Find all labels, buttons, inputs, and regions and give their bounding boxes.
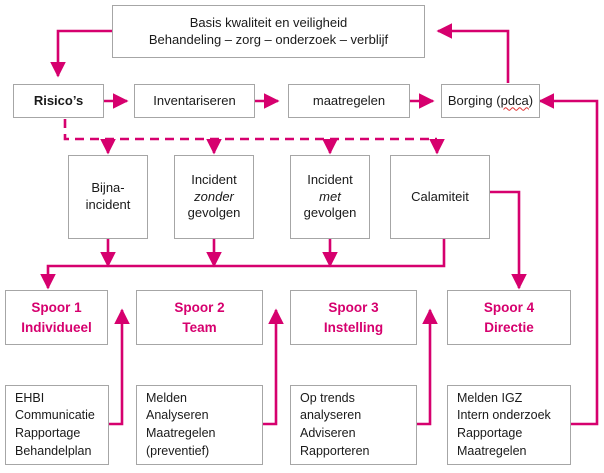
detail-1-item-3: Rapportage — [15, 426, 81, 440]
box-incident-zonder-gevolgen[interactable]: Incident zonder gevolgen — [174, 155, 254, 239]
box-detail-spoor-4[interactable]: Melden IGZ Intern onderzoek Rapportage M… — [447, 385, 571, 465]
wire-collection-bus — [40, 239, 446, 290]
incident-met-line-2: met — [319, 188, 341, 204]
detail-1-item-2: Communicatie — [15, 408, 95, 423]
detail-2-item-3: Maatregelen — [146, 426, 216, 440]
box-spoor-1-individueel[interactable]: Spoor 1 Individueel — [5, 290, 108, 345]
basis-line-2: Behandeling – zorg – onderzoek – verblij… — [148, 31, 389, 47]
box-spoor-3-instelling[interactable]: Spoor 3 Instelling — [290, 290, 417, 345]
spoor-4-line-2: Directie — [484, 319, 534, 335]
borging-misspelled-word: pdca — [500, 92, 529, 108]
spoor-2-line-2: Team — [182, 319, 217, 335]
wire-borging-to-title — [436, 23, 510, 83]
box-spoor-2-team[interactable]: Spoor 2 Team — [136, 290, 263, 345]
bijna-incident-line-1: Bijna- — [91, 180, 125, 196]
box-calamiteit[interactable]: Calamiteit — [390, 155, 490, 239]
detail-4-item-4: Maatregelen — [457, 443, 527, 458]
risicos-label: Risico’s — [33, 92, 84, 108]
box-maatregelen[interactable]: maatregelen — [288, 84, 410, 118]
detail-4-item-2: Intern onderzoek — [457, 408, 551, 423]
box-risicos[interactable]: Risico’s — [13, 84, 104, 118]
incident-met-line-1: Incident — [307, 172, 353, 188]
box-detail-spoor-1[interactable]: EHBI Communicatie Rapportage Behandelpla… — [5, 385, 109, 465]
detail-3-item-4: Rapporteren — [300, 443, 370, 458]
box-borging-pdca[interactable]: Borging (pdca) — [441, 84, 540, 118]
wire-title-to-risico — [50, 29, 112, 78]
detail-2-item-1: Melden — [146, 390, 187, 405]
borging-suffix: ) — [528, 92, 534, 108]
wire-detail4-to-borging — [538, 93, 599, 426]
bijna-incident-line-2: incident — [85, 197, 131, 212]
detail-3-item-3: Adviseren — [300, 426, 356, 440]
detail-1-item-1: EHBI — [15, 390, 45, 405]
wire-detail3-to-spoor4 — [417, 308, 438, 426]
spoor-2-line-1: Spoor 2 — [174, 299, 225, 315]
calamiteit-label: Calamiteit — [411, 188, 469, 204]
detail-3-item-1: Op trends — [300, 390, 355, 405]
box-detail-spoor-3[interactable]: Op trends analyseren Adviseren Rapporter… — [290, 385, 417, 465]
wire-detail1-to-spoor2 — [109, 308, 130, 426]
wire-detail2-to-spoor3 — [263, 308, 284, 426]
detail-2-item-2: Analyseren — [146, 408, 209, 423]
box-incident-met-gevolgen[interactable]: Incident met gevolgen — [290, 155, 370, 239]
borging-label: Borging (pdca) — [448, 93, 533, 110]
detail-2-item-4: (preventief) — [146, 443, 210, 458]
box-inventariseren[interactable]: Inventariseren — [134, 84, 255, 118]
detail-4-item-1: Melden IGZ — [457, 390, 523, 405]
spoor-1-line-2: Individueel — [21, 319, 92, 335]
spoor-3-line-1: Spoor 3 — [328, 299, 379, 315]
detail-3-item-2: analyseren — [300, 408, 362, 423]
incident-zonder-line-1: Incident — [191, 172, 237, 188]
incident-zonder-line-3: gevolgen — [187, 205, 241, 221]
box-bijna-incident[interactable]: Bijna- incident — [68, 155, 148, 239]
spoor-1-line-1: Spoor 1 — [31, 299, 82, 315]
detail-1-item-4: Behandelplan — [15, 443, 92, 458]
wire-risico-dashed-bus — [63, 119, 437, 141]
basis-line-1: Basis kwaliteit en veiligheid — [189, 14, 348, 30]
wire-calamiteit-to-spoor4 — [490, 190, 527, 290]
box-spoor-4-directie[interactable]: Spoor 4 Directie — [447, 290, 571, 345]
box-basis-kwaliteit[interactable]: Basis kwaliteit en veiligheid Behandelin… — [112, 5, 425, 58]
box-detail-spoor-2[interactable]: Melden Analyseren Maatregelen (preventie… — [136, 385, 263, 465]
incident-zonder-line-2: zonder — [194, 188, 234, 204]
maatregelen-label: maatregelen — [312, 92, 386, 108]
detail-4-item-3: Rapportage — [457, 426, 523, 440]
spoor-4-line-1: Spoor 4 — [483, 299, 535, 315]
inventariseren-label: Inventariseren — [153, 92, 236, 108]
incident-met-line-3: gevolgen — [303, 205, 357, 221]
borging-prefix: Borging ( — [447, 92, 501, 108]
spoor-3-line-2: Instelling — [323, 319, 384, 335]
